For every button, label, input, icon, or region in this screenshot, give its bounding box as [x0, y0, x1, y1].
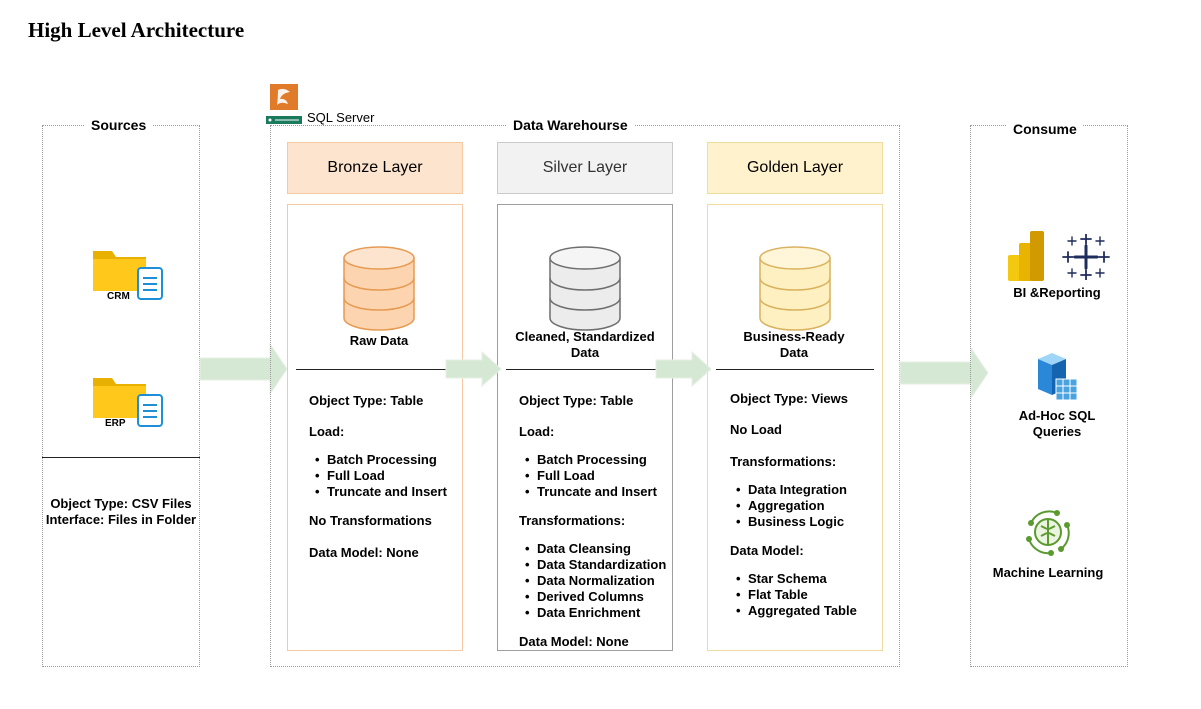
list-item: Flat Table — [736, 587, 857, 603]
sql-server-label: SQL Server — [307, 110, 375, 125]
crm-folder-icon — [93, 251, 163, 300]
warehouse-title: Data Warehourse — [507, 117, 634, 133]
silver-data-model: Data Model: None — [519, 634, 629, 649]
list-item: Batch Processing — [315, 452, 447, 468]
arrow-bronze-to-silver — [445, 351, 502, 387]
arrow-warehouse-to-consume — [899, 346, 989, 400]
consume-title: Consume — [1007, 121, 1083, 137]
bronze-caption: Raw Data — [349, 333, 409, 348]
list-item: Business Logic — [736, 514, 847, 530]
arrow-silver-to-golden — [655, 351, 712, 387]
power-bi-icon — [1008, 231, 1044, 281]
sources-interface: Interface: Files in Folder — [45, 512, 197, 527]
machine-learning-label: Machine Learning — [992, 565, 1104, 580]
bronze-object-type: Object Type: Table — [309, 393, 424, 408]
bronze-database-icon — [343, 246, 415, 331]
golden-transform-label: Transformations: — [730, 454, 837, 469]
golden-model-list: Star Schema Flat Table Aggregated Table — [730, 571, 857, 619]
list-item: Truncate and Insert — [525, 484, 657, 500]
tableau-icon — [1062, 234, 1110, 280]
list-item: Data Standardization — [525, 557, 666, 573]
golden-model-label: Data Model: — [730, 543, 804, 558]
bronze-divider — [296, 369, 462, 370]
list-item: Derived Columns — [525, 589, 666, 605]
silver-caption: Cleaned, Standardized Data — [515, 329, 655, 360]
crm-label: CRM — [107, 291, 130, 302]
golden-divider — [716, 369, 874, 370]
sources-object-type: Object Type: CSV Files — [50, 496, 192, 511]
golden-layer-body — [707, 204, 883, 651]
sql-cube-icon — [1038, 353, 1078, 401]
golden-object-type: Object Type: Views — [730, 391, 849, 406]
silver-load-label: Load: — [519, 424, 555, 439]
bronze-load-list: Batch Processing Full Load Truncate and … — [309, 452, 447, 500]
bronze-layer-header: Bronze Layer — [287, 142, 463, 194]
silver-transform-label: Transformations: — [519, 513, 626, 528]
list-item: Data Cleansing — [525, 541, 666, 557]
list-item: Data Normalization — [525, 573, 666, 589]
golden-database-icon — [759, 246, 831, 331]
bronze-transform-label: No Transformations — [309, 513, 432, 528]
bronze-data-model: Data Model: None — [309, 545, 419, 560]
silver-layer-header: Silver Layer — [497, 142, 673, 194]
sources-info: Object Type: CSV Files Interface: Files … — [38, 496, 204, 528]
list-item: Aggregation — [736, 498, 847, 514]
list-item: Data Enrichment — [525, 605, 666, 621]
bronze-layer-body — [287, 204, 463, 651]
list-item: Star Schema — [736, 571, 857, 587]
list-item: Aggregated Table — [736, 603, 857, 619]
silver-divider — [506, 369, 672, 370]
erp-folder-icon — [93, 378, 163, 427]
erp-label: ERP — [105, 418, 126, 429]
golden-transform-list: Data Integration Aggregation Business Lo… — [730, 482, 847, 530]
golden-load-label: No Load — [730, 422, 782, 437]
list-item: Full Load — [315, 468, 447, 484]
sources-title: Sources — [85, 117, 153, 133]
bi-reporting-label: BI &Reporting — [1013, 285, 1101, 300]
silver-transform-list: Data Cleansing Data Standardization Data… — [519, 541, 666, 621]
silver-load-list: Batch Processing Full Load Truncate and … — [519, 452, 657, 500]
page-title: High Level Architecture — [28, 18, 245, 42]
list-item: Batch Processing — [525, 452, 657, 468]
ad-hoc-sql-label: Ad-Hoc SQL Queries — [1018, 408, 1096, 439]
bronze-load-label: Load: — [309, 424, 345, 439]
golden-caption: Business-Ready Data — [743, 329, 845, 360]
sources-divider — [42, 457, 200, 458]
sql-server-icon — [266, 84, 302, 124]
silver-layer-body — [497, 204, 673, 651]
silver-database-icon — [549, 246, 621, 331]
list-item: Full Load — [525, 468, 657, 484]
silver-object-type: Object Type: Table — [519, 393, 634, 408]
machine-learning-icon — [1026, 510, 1070, 556]
golden-layer-header: Golden Layer — [707, 142, 883, 194]
list-item: Truncate and Insert — [315, 484, 447, 500]
list-item: Data Integration — [736, 482, 847, 498]
